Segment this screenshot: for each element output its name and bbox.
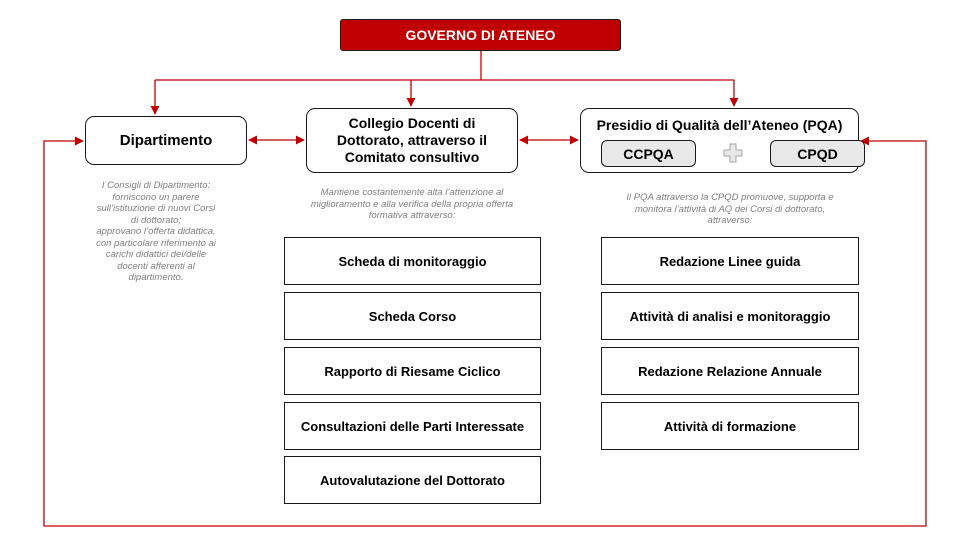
collegio-title-line: Dottorato, attraverso il [336, 132, 488, 148]
collegio-item-label: Scheda Corso [368, 308, 457, 324]
note-line: con particolare riferimento ai [96, 237, 216, 249]
pqa-title: Presidio di Qualità dell’Ateneo (PQA) [596, 117, 843, 133]
pqa-item-label: Redazione Linee guida [659, 253, 801, 269]
ccpqa-label: CCPQA [623, 145, 674, 162]
collegio-list-item: Scheda di monitoraggio [284, 237, 541, 285]
note-line: docenti afferenti al [117, 260, 195, 272]
pqa-item-label: Attività di formazione [663, 418, 797, 434]
note-line: formativa attraverso: [368, 210, 456, 221]
pqa-list-item: Redazione Relazione Annuale [601, 347, 859, 395]
cpqd-box: CPQD [770, 140, 865, 167]
pqa-note: Il PQA attraverso la CPQD promuove, supp… [595, 192, 865, 227]
note-line: Mantiene costantemente alta l’attenzione… [320, 187, 504, 198]
dipartimento-note: I Consigli di Dipartimento: forniscono u… [70, 180, 242, 284]
collegio-list-item: Scheda Corso [284, 292, 541, 340]
collegio-list-item: Consultazioni delle Parti Interessate [284, 402, 541, 450]
collegio-item-label: Scheda di monitoraggio [338, 253, 487, 269]
collegio-list-item: Autovalutazione del Dottorato [284, 456, 541, 504]
dipartimento-box: Dipartimento [85, 116, 247, 165]
collegio-item-label: Rapporto di Riesame Ciclico [324, 363, 501, 379]
collegio-title-line: Collegio Docenti di [348, 115, 476, 131]
note-line: di dottorato; [130, 214, 182, 226]
pqa-list-item: Redazione Linee guida [601, 237, 859, 285]
note-line: monitora l’attività di AQ dei Corsi di d… [634, 203, 826, 215]
collegio-item-label: Autovalutazione del Dottorato [320, 472, 505, 488]
collegio-title-line: Comitato consultivo [344, 149, 480, 165]
note-line: attraverso: [707, 215, 753, 226]
note-line: I Consigli di Dipartimento: [101, 180, 211, 191]
note-line: miglioramento e alla verifica della prop… [310, 198, 514, 210]
dipartimento-title: Dipartimento [119, 132, 213, 149]
note-line: sull’istituzione di nuovi Corsi [96, 203, 216, 214]
note-line: Il PQA attraverso la CPQD promuove, supp… [626, 192, 834, 203]
governo-di-ateneo-box: GOVERNO DI ATENEO [340, 19, 621, 51]
cpqd-label: CPQD [797, 145, 838, 162]
plus-icon [723, 143, 743, 163]
pqa-item-label: Redazione Relazione Annuale [638, 363, 822, 379]
collegio-box: Collegio Docenti di Dottorato, attravers… [306, 108, 518, 173]
collegio-note: Mantiene costantemente alta l’attenzione… [280, 187, 544, 222]
note-line: dipartimento. [128, 272, 184, 283]
governo-title: GOVERNO DI ATENEO [405, 27, 556, 43]
ccpqa-box: CCPQA [601, 140, 696, 167]
note-line: forniscono un parere [112, 191, 200, 203]
feedback-loop-line [43, 136, 927, 527]
note-line: approvano l’offerta didattica, [96, 226, 216, 237]
pqa-list-item: Attività di formazione [601, 402, 859, 450]
pqa-item-label: Attività di analisi e monitoraggio [629, 308, 831, 324]
collegio-list-item: Rapporto di Riesame Ciclico [284, 347, 541, 395]
pqa-list-item: Attività di analisi e monitoraggio [601, 292, 859, 340]
note-line: carichi didattici dei/delle [105, 249, 207, 260]
collegio-item-label: Consultazioni delle Parti Interessate [300, 418, 525, 434]
